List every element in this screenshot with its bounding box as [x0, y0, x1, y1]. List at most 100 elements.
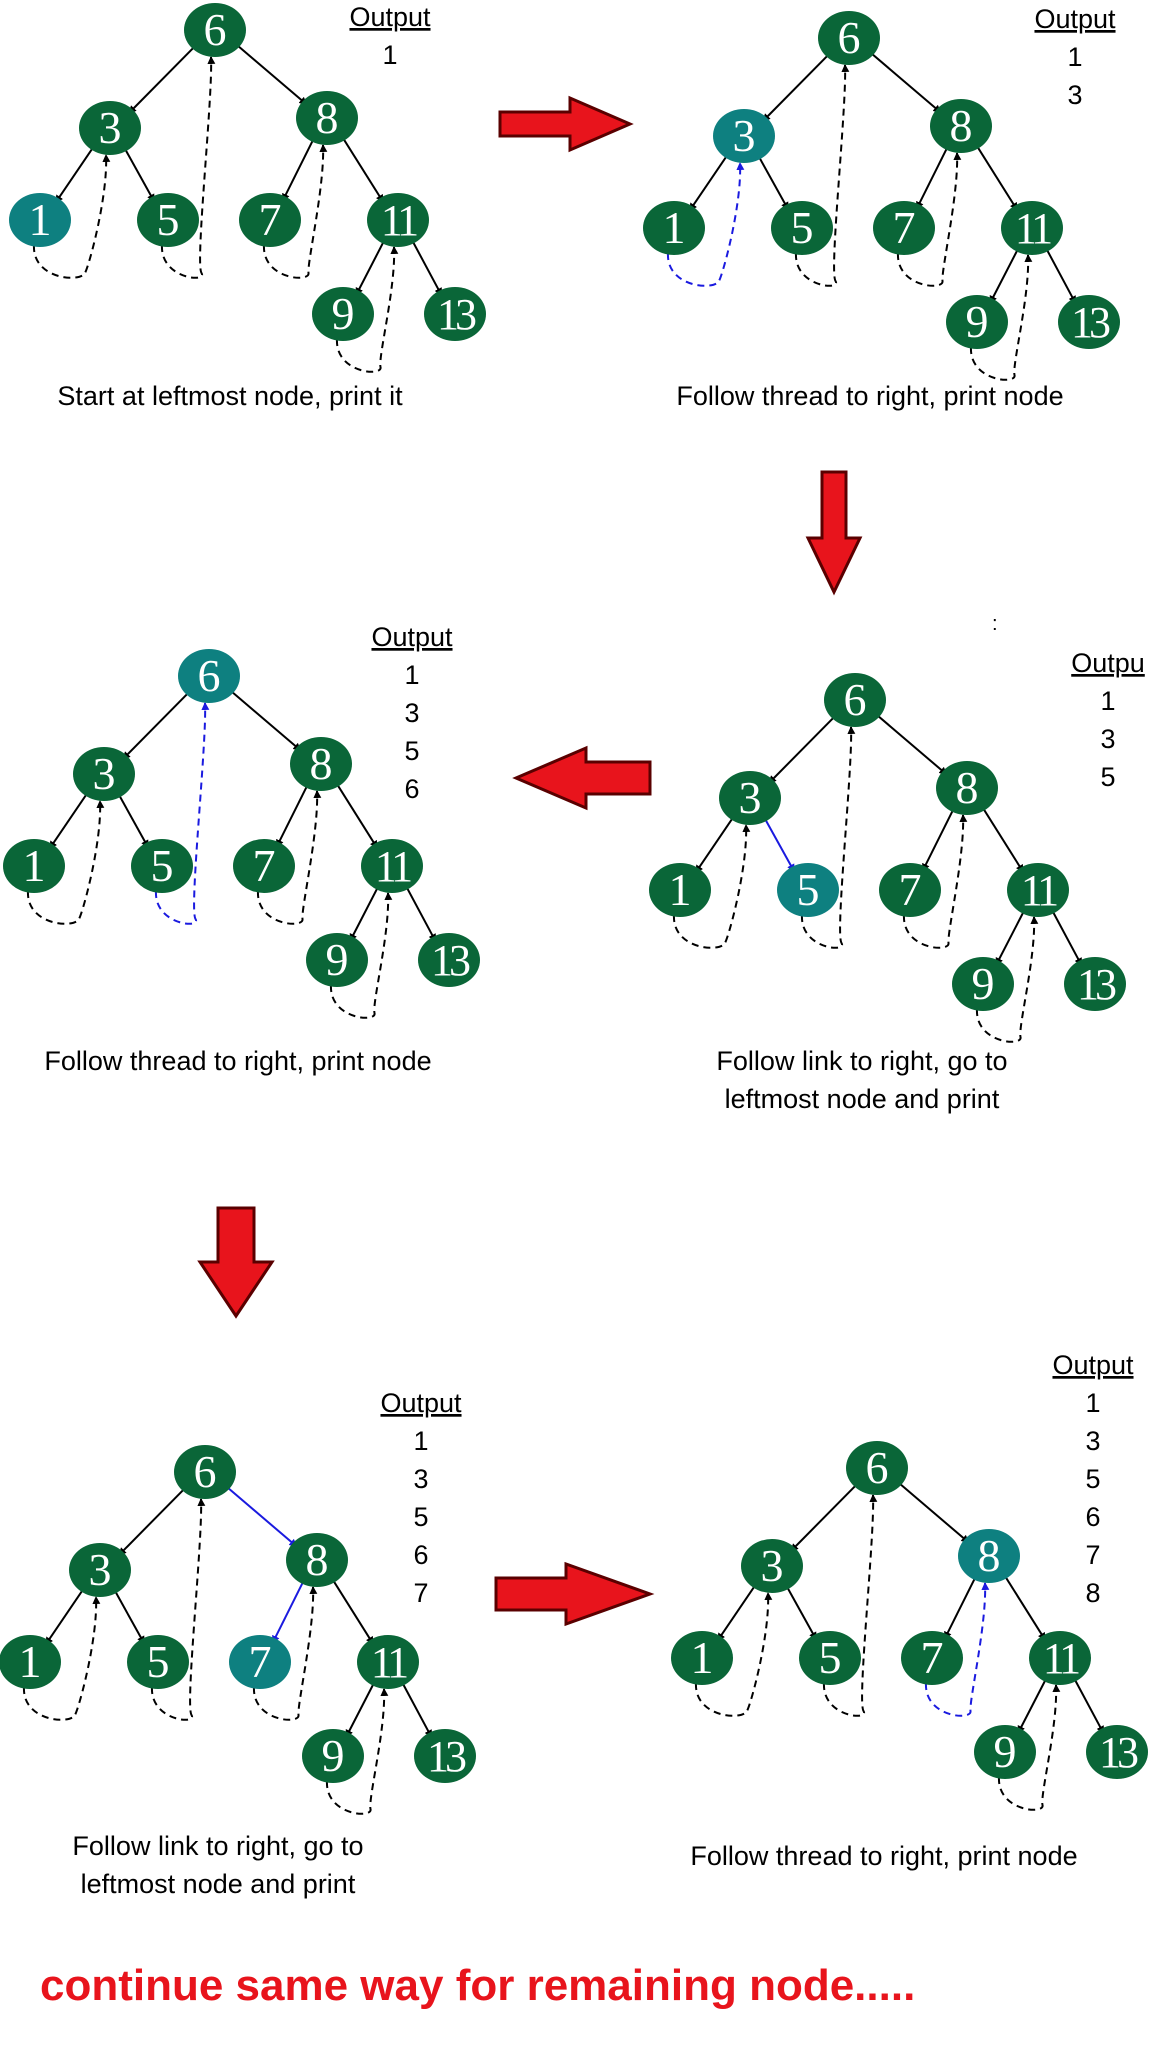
tree-node-1: 1 [643, 201, 705, 255]
tree-node-11: 11 [361, 839, 423, 893]
node-circle [771, 201, 833, 255]
panel-caption: Follow thread to right, print node [44, 1046, 431, 1076]
tree-edge-3-5 [783, 1582, 818, 1641]
node-circle [1064, 957, 1126, 1011]
tree-node-1: 1 [3, 839, 65, 893]
output-value: 3 [1067, 80, 1082, 110]
tree-node-9: 9 [974, 1725, 1036, 1779]
node-label: 11 [375, 842, 411, 891]
node-circle [818, 11, 880, 65]
node-circle [671, 1631, 733, 1685]
tree-edge-6-8 [895, 1479, 970, 1544]
tree-node-1: 1 [0, 1635, 61, 1689]
node-circle [418, 933, 480, 987]
tree-node-6: 6 [824, 673, 886, 727]
tree-node-3: 3 [79, 101, 141, 155]
node-label: 3 [93, 748, 116, 799]
thread-9-to-11 [969, 254, 1033, 381]
node-circle [239, 193, 301, 247]
node-label: 3 [761, 1540, 784, 1591]
output-value: 3 [413, 1464, 428, 1494]
tree-edge-8-11 [973, 141, 1018, 211]
tree-edge-8-11 [979, 803, 1024, 873]
tree-edge-6-3 [762, 50, 833, 122]
node-label: 9 [332, 288, 355, 339]
node-label: 11 [1043, 1634, 1079, 1683]
node-label: 11 [1021, 866, 1057, 915]
tree-edge-6-3 [118, 1484, 189, 1556]
node-circle [952, 957, 1014, 1011]
tree-node-8: 8 [296, 91, 358, 145]
tree-node-1: 1 [9, 193, 71, 247]
node-label: 9 [322, 1730, 345, 1781]
node-circle [946, 295, 1008, 349]
thread-7-to-8 [924, 1582, 990, 1717]
tree-edge-3-5 [121, 144, 156, 203]
thread-9-to-11 [325, 1688, 389, 1815]
node-circle [357, 1635, 419, 1689]
node-label: 1 [29, 194, 52, 245]
tree-node-9: 9 [306, 933, 368, 987]
node-circle [974, 1725, 1036, 1779]
node-circle [846, 1441, 908, 1495]
node-label: 13 [1077, 960, 1116, 1009]
node-label: 3 [99, 102, 122, 153]
node-label: 13 [431, 936, 470, 985]
node-circle [290, 737, 352, 791]
node-circle [3, 839, 65, 893]
tree-edge-11-13 [1071, 1674, 1105, 1735]
output-value: 5 [1085, 1464, 1100, 1494]
thread-7-to-8 [252, 1586, 318, 1721]
output-value: 3 [404, 698, 419, 728]
tree-node-9: 9 [312, 287, 374, 341]
output-header: Output [380, 1388, 462, 1418]
node-label: 8 [956, 762, 979, 813]
tree-edge-8-11 [339, 133, 384, 203]
thread-7-to-8 [262, 144, 328, 279]
tree-edge-3-5 [115, 790, 150, 849]
tree-edge-3-5 [761, 814, 796, 873]
tree-edge-8-7 [943, 1573, 979, 1640]
arrow-down-2-icon [197, 1206, 275, 1319]
node-circle [741, 1539, 803, 1593]
output-header: Output [1034, 4, 1116, 34]
node-label: 9 [972, 958, 995, 1009]
tree-edge-3-1 [716, 1581, 759, 1642]
thread-1-to-3 [22, 1596, 101, 1721]
panel-caption: leftmost node and print [81, 1869, 356, 1899]
tree-edge-6-3 [128, 42, 199, 114]
panel-caption: Follow link to right, go to [716, 1046, 1007, 1076]
output-value: 1 [1067, 42, 1082, 72]
output-value: 1 [413, 1426, 428, 1456]
node-label: 6 [838, 12, 861, 63]
tree-node-13: 13 [418, 933, 480, 987]
node-circle [302, 1729, 364, 1783]
current-node-circle [178, 649, 240, 703]
node-label: 6 [204, 4, 227, 55]
node-circle [127, 1635, 189, 1689]
arrow-down-1-icon [805, 470, 863, 596]
tree-node-7: 7 [233, 839, 295, 893]
node-label: 7 [899, 864, 922, 915]
node-circle [643, 201, 705, 255]
tree-node-13: 13 [1086, 1725, 1148, 1779]
node-label: 3 [739, 772, 762, 823]
node-label: 3 [733, 110, 756, 161]
thread-9-to-11 [997, 1684, 1061, 1811]
node-circle [799, 1631, 861, 1685]
current-node-circle [9, 193, 71, 247]
node-circle [312, 287, 374, 341]
tree-edge-11-9 [989, 244, 1021, 304]
tree-edge-8-7 [921, 805, 957, 872]
tree-node-11: 11 [367, 193, 429, 247]
tree-edge-6-8 [223, 1483, 298, 1548]
node-circle [1086, 1725, 1148, 1779]
node-label: 5 [151, 840, 174, 891]
tree-node-6: 6 [178, 649, 240, 703]
tree-edge-3-5 [755, 152, 790, 211]
tree-edge-6-8 [227, 687, 302, 752]
tree-edge-3-1 [688, 151, 731, 212]
node-circle [184, 3, 246, 57]
